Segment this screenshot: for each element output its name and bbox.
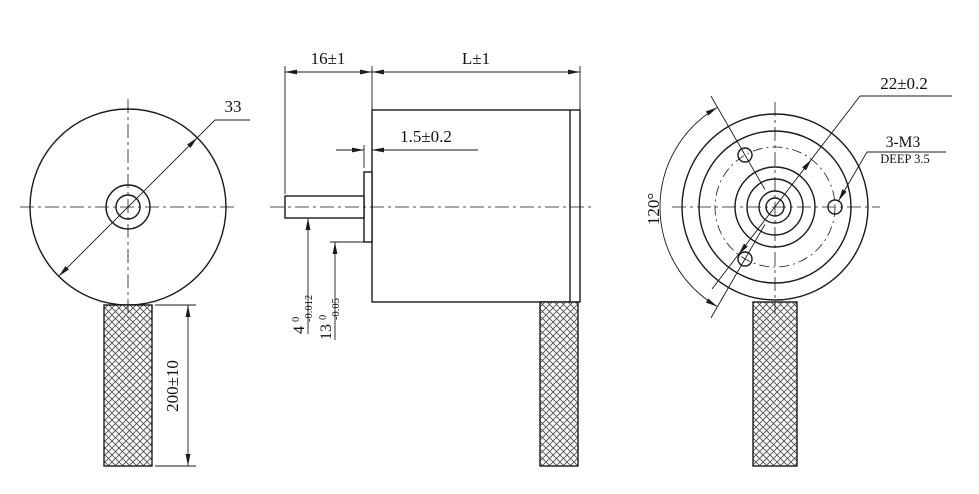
side-cable <box>539 301 579 467</box>
arrowhead <box>705 107 718 116</box>
dim-front-diameter: 33 <box>58 97 250 277</box>
dim-side-boss-dia: 13 0 -0.05 <box>318 241 364 340</box>
arrowhead <box>802 159 812 171</box>
arrowhead <box>185 305 191 317</box>
arrowhead <box>185 454 191 466</box>
callout-rear-screw-spec: 3-M3 DEEP 3.5 <box>838 134 946 202</box>
arrowhead <box>705 298 718 307</box>
side-shaft-length-label: 16±1 <box>311 49 346 68</box>
dim-side-lengths: 16±1 L±1 <box>284 49 581 194</box>
arrowhead <box>332 242 338 254</box>
rear-view: 22±0.2 3-M3 DEEP 3.5 120° <box>644 74 952 467</box>
arrowhead <box>372 69 384 75</box>
arrowhead <box>372 147 384 153</box>
rear-screw-hole-lower <box>737 251 753 267</box>
rear-screw-spec-label: 3-M3 <box>886 134 921 151</box>
arrowhead <box>285 69 297 75</box>
rear-cable <box>752 301 798 467</box>
side-body <box>371 109 581 303</box>
arrowhead <box>187 137 198 148</box>
arrowhead <box>352 147 364 153</box>
dim-side-shaft-dia: 4 0 -0.012 <box>291 218 315 334</box>
side-boss-dia-tol-upper: 0 <box>318 315 329 320</box>
side-boss-dia-tol-lower: -0.05 <box>331 298 342 320</box>
rear-hole-radial-lines <box>710 95 766 319</box>
front-view: 33 200±10 <box>20 97 250 467</box>
front-cable <box>103 304 153 467</box>
side-boss-dia-value: 13 <box>318 324 335 340</box>
side-boss-length-label: 1.5±0.2 <box>400 127 452 146</box>
rear-bolt-circle-label: 22±0.2 <box>880 74 928 93</box>
dim-rear-hole-angle: 120° <box>644 107 718 307</box>
dim-front-cable-length: 200±10 <box>155 304 196 467</box>
arrowhead <box>838 189 847 201</box>
side-shaft-dia-value: 4 <box>291 326 308 334</box>
rear-screw-hole-upper <box>737 147 753 163</box>
arrowhead <box>360 69 372 75</box>
arrowhead <box>738 243 748 255</box>
arrowhead <box>305 218 311 230</box>
arrowhead <box>58 266 69 277</box>
side-body-length-label: L±1 <box>462 49 490 68</box>
front-cable-length-label: 200±10 <box>163 360 182 412</box>
side-shaft-dia-tol-upper: 0 <box>291 317 302 322</box>
side-view: 16±1 L±1 1.5±0.2 4 0 -0.012 13 <box>270 49 594 467</box>
dim-rear-bolt-circle: 22±0.2 <box>711 74 952 290</box>
rear-screw-depth-label: DEEP 3.5 <box>880 152 930 166</box>
arrowhead <box>568 69 580 75</box>
side-shaft-dia-tol-lower: -0.012 <box>304 295 315 322</box>
front-diameter-label: 33 <box>225 97 242 116</box>
rear-hole-angle-label: 120° <box>644 193 663 225</box>
dim-side-boss-length: 1.5±0.2 <box>336 127 478 168</box>
